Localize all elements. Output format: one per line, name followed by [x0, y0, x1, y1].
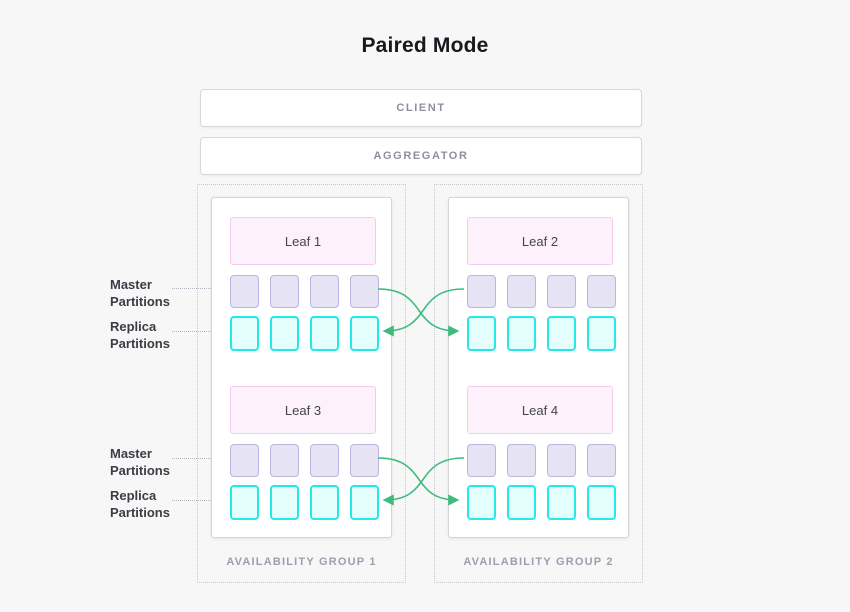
master-partition: [350, 275, 379, 308]
replica-partitions-label-top: Replica Partitions: [110, 319, 170, 352]
leader-line: [172, 500, 229, 501]
master-partition: [230, 275, 259, 308]
master-partition: [587, 275, 616, 308]
replica-partition: [230, 485, 259, 520]
master-partitions-row: [230, 444, 379, 477]
aggregator-node: AGGREGATOR: [200, 137, 642, 175]
replica-partition: [230, 316, 259, 351]
master-partition: [467, 275, 496, 308]
leader-line: [172, 458, 229, 459]
replica-partition: [467, 316, 496, 351]
master-partition: [350, 444, 379, 477]
replica-partition: [547, 316, 576, 351]
master-partition: [547, 275, 576, 308]
replica-partition: [547, 485, 576, 520]
leader-line: [172, 288, 229, 289]
leaf-name: Leaf 3: [284, 402, 322, 418]
replica-partitions-row: [467, 316, 616, 351]
master-partition: [270, 444, 299, 477]
master-partition: [507, 275, 536, 308]
replica-partition: [270, 485, 299, 520]
master-partition: [270, 275, 299, 308]
master-partition: [507, 444, 536, 477]
replica-partitions-row: [467, 485, 616, 520]
page-title: Paired Mode: [361, 34, 489, 57]
master-partition: [230, 444, 259, 477]
replica-partition: [587, 316, 616, 351]
replica-partitions-row: [230, 485, 379, 520]
master-partition: [467, 444, 496, 477]
master-partitions-row: [230, 275, 379, 308]
leaf-node: Leaf 2: [467, 217, 613, 265]
replica-partition: [310, 316, 339, 351]
availability-group-2: Leaf 2 Leaf 4: [434, 184, 643, 583]
replica-partition: [507, 485, 536, 520]
master-partitions-label-top: Master Partitions: [110, 277, 170, 310]
replica-partitions-label-bottom: Replica Partitions: [110, 488, 170, 521]
master-partition: [587, 444, 616, 477]
replica-partition: [310, 485, 339, 520]
replica-partition: [587, 485, 616, 520]
master-partitions-label-bottom: Master Partitions: [110, 446, 170, 479]
leader-line: [172, 331, 229, 332]
master-partition: [310, 444, 339, 477]
master-partitions-row: [467, 444, 616, 477]
replica-partition: [467, 485, 496, 520]
leaf-card: Leaf 1 Leaf 3: [211, 197, 392, 538]
client-node: CLIENT: [200, 89, 642, 127]
leaf-card: Leaf 2 Leaf 4: [448, 197, 629, 538]
leaf-name: Leaf 4: [521, 402, 559, 418]
master-partitions-row: [467, 275, 616, 308]
replica-partition: [350, 485, 379, 520]
aggregator-label: AGGREGATOR: [373, 150, 469, 162]
replica-partition: [350, 316, 379, 351]
replica-partitions-row: [230, 316, 379, 351]
replica-partition: [507, 316, 536, 351]
replica-partition: [270, 316, 299, 351]
availability-group-1: Leaf 1 Leaf 3: [197, 184, 406, 583]
master-partition: [547, 444, 576, 477]
availability-group-2-label: AVAILABILITY GROUP 2: [463, 556, 614, 568]
leaf-node: Leaf 3: [230, 386, 376, 434]
leaf-name: Leaf 1: [284, 233, 322, 249]
availability-group-1-label: AVAILABILITY GROUP 1: [226, 556, 377, 568]
leaf-node: Leaf 1: [230, 217, 376, 265]
leaf-node: Leaf 4: [467, 386, 613, 434]
client-label: CLIENT: [396, 102, 446, 114]
master-partition: [310, 275, 339, 308]
leaf-name: Leaf 2: [521, 233, 559, 249]
